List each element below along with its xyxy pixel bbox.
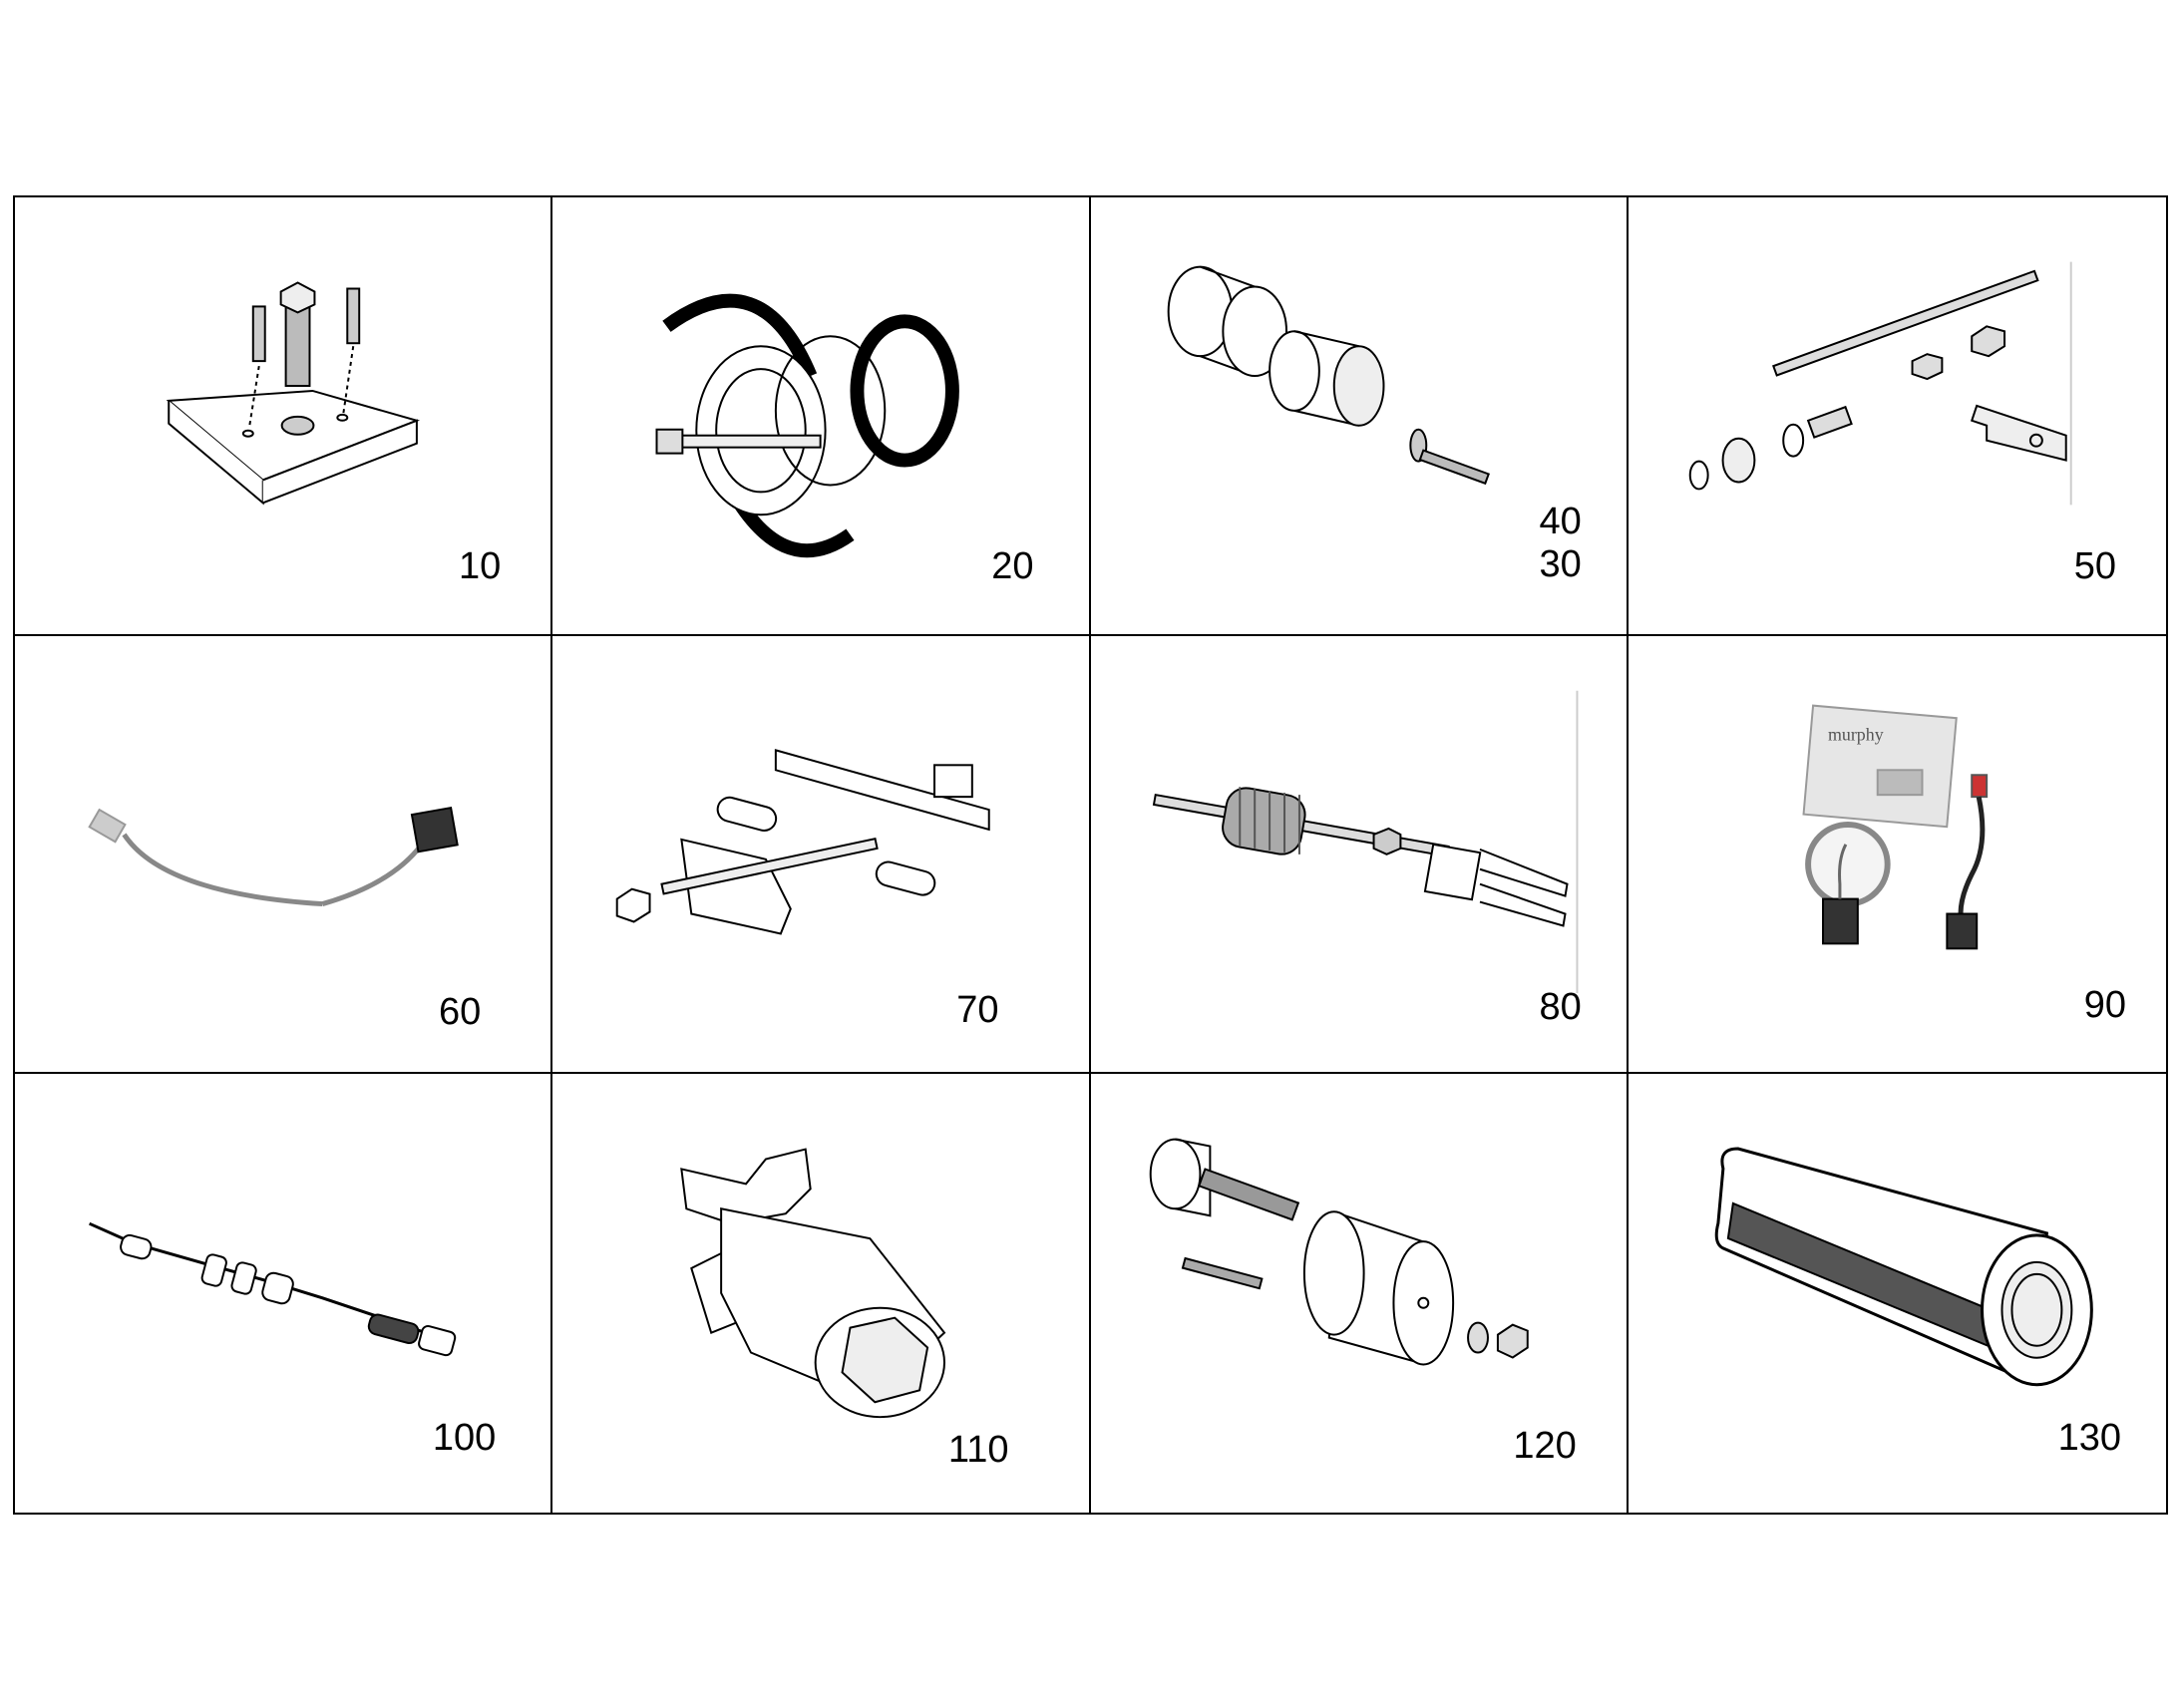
- tool-cell-20: 20: [552, 197, 1091, 636]
- split-ring-puller-icon: [655, 293, 960, 558]
- probe-cable-icon: [89, 1222, 457, 1357]
- item-label: 100: [432, 1417, 497, 1460]
- item-label: 50: [2073, 545, 2116, 587]
- base-plate-with-bolts-icon: [166, 281, 421, 506]
- tool-cell-90: murphy 90: [1628, 636, 2166, 1075]
- tool-cell-130: 130: [1629, 1074, 2166, 1513]
- tool-cell-70: 70: [552, 635, 1091, 1075]
- item-label: 90: [2083, 983, 2126, 1026]
- item-label: 60: [438, 990, 482, 1033]
- tool-cell-120: 120: [1091, 1074, 1629, 1513]
- slide-hammer-icon: [1152, 690, 1578, 993]
- tool-cell-60: 60: [15, 635, 553, 1075]
- item-label: 70: [956, 988, 999, 1031]
- item-label: 120: [1513, 1425, 1577, 1468]
- murphy-gauge-kit-icon: murphy: [1802, 704, 1988, 949]
- tool-grid: 10 20 40 30: [13, 195, 2168, 1515]
- sleeve-socket-icon: [1714, 1147, 2093, 1387]
- threaded-rod-puller-icon: [1688, 261, 2072, 506]
- tool-cell-110: 110: [552, 1074, 1091, 1513]
- item-label: 20: [991, 545, 1034, 587]
- bushing-driver-set-icon: [1167, 265, 1490, 486]
- item-label: 130: [2057, 1417, 2121, 1460]
- tool-cell-100: 100: [15, 1074, 553, 1513]
- item-label: 40: [1539, 501, 1582, 542]
- tool-cell-10: 10: [15, 197, 553, 636]
- item-label: 80: [1539, 985, 1582, 1028]
- item-label: 10: [458, 545, 502, 587]
- screw-press-tool-icon: [1149, 1138, 1529, 1366]
- item-label: 110: [947, 1429, 1009, 1472]
- bar-puller-icon: [615, 748, 990, 935]
- tool-cell-50: 50: [1628, 197, 2166, 636]
- socket-wrench-icon: [680, 1148, 946, 1419]
- tool-cell-30-40: 40 30: [1090, 197, 1629, 636]
- item-label: 30: [1539, 543, 1582, 585]
- murphy-logo: murphy: [1828, 724, 1884, 744]
- tool-cell-80: 80: [1090, 635, 1629, 1075]
- sensor-cable-icon: [88, 806, 459, 906]
